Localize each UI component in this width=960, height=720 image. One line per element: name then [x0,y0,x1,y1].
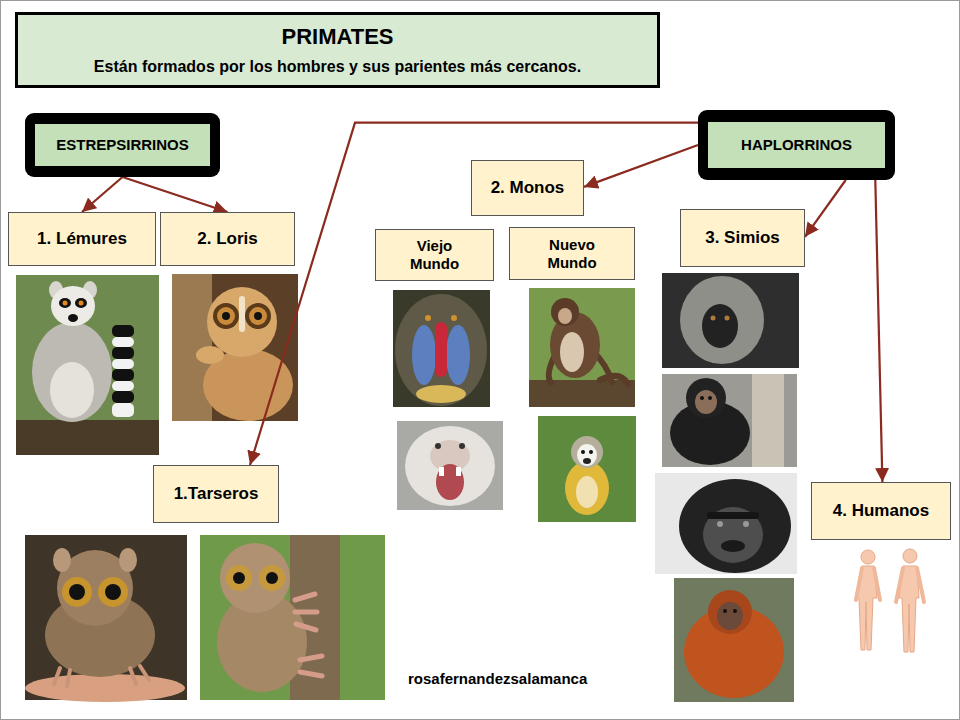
gorilla-photo [655,473,797,574]
taxon-box: 2. Loris [160,212,295,266]
subgroup-label: Nuevo Mundo [532,236,612,272]
connector-arrow [875,180,882,482]
chimpanzee-photo [662,374,797,467]
baboon-photo [397,421,503,510]
subgroup-box: Nuevo Mundo [509,227,635,280]
tarsier-photo [200,535,385,700]
connector-arrow [805,180,846,237]
taxon-box: 1. Lémures [8,212,156,266]
connector-arrow [584,145,698,187]
group-label: HAPLORRINOS [741,136,852,154]
group-fill: ESTREPSIRRINOS [35,124,210,166]
subtitle-text: Están formados por los hombres y sus par… [94,57,581,76]
connector-arrow [123,177,228,212]
taxon-label: 1. Lémures [37,229,127,249]
squirrel-monkey-photo [538,416,636,522]
group-fill: HAPLORRINOS [708,122,885,168]
connector-arrow [250,123,698,465]
taxon-label: 2. Loris [197,229,257,249]
group-box: HAPLORRINOS [698,110,895,180]
lemur-photo [16,275,159,455]
watermark: rosafernandezsalamanca [408,670,587,687]
spider-monkey-photo [529,288,635,407]
taxon-label: 2. Monos [491,178,565,198]
title-text: PRIMATES [281,24,393,50]
mandrill-photo [393,290,490,407]
group-box: ESTREPSIRRINOS [25,113,220,177]
gibbon-photo [662,273,799,368]
subgroup-label: Viejo Mundo [398,237,471,273]
subgroup-box: Viejo Mundo [375,229,494,281]
taxon-box: 1.Tarseros [153,465,279,523]
tarsier-photo [25,535,187,702]
orangutan-photo [674,578,794,702]
group-label: ESTREPSIRRINOS [56,136,189,154]
taxon-box: 2. Monos [471,160,584,216]
taxon-box: 3. Simios [680,209,805,267]
connector-arrow [82,177,123,212]
human-figures [855,549,924,652]
title-box: PRIMATES Están formados por los hombres y… [15,12,660,88]
taxon-label: 3. Simios [705,228,780,248]
loris-photo [172,274,298,421]
taxon-box: 4. Humanos [811,482,951,540]
taxon-label: 4. Humanos [833,501,929,521]
taxon-label: 1.Tarseros [174,484,259,504]
